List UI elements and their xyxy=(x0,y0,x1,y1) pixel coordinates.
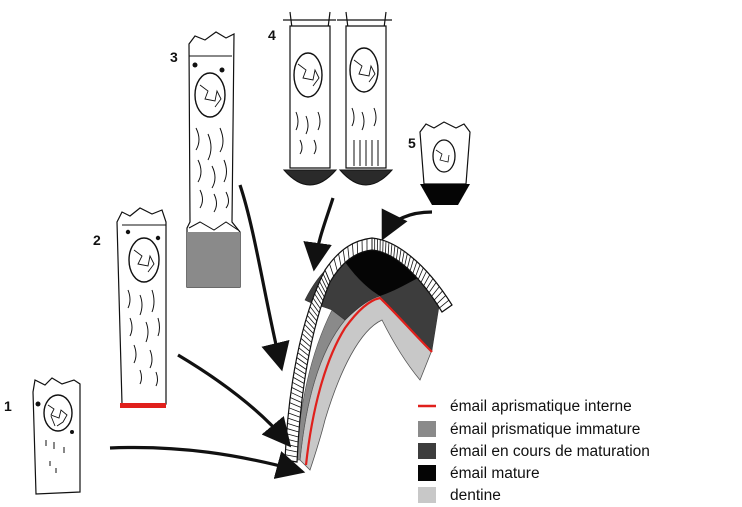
legend-item-maturation: émail en cours de maturation xyxy=(418,443,650,460)
immature-enamel-block xyxy=(187,232,240,287)
legend-item-mature: émail mature xyxy=(418,465,540,482)
legend: émail aprismatique interne émail prismat… xyxy=(418,398,650,504)
arrow-stage-1 xyxy=(110,447,296,470)
stage-1-label: 1 xyxy=(4,398,12,414)
ameloblast-cell-boundary xyxy=(385,241,386,253)
cell-stage-1: 1 xyxy=(4,378,80,494)
cell-stage-3: 3 xyxy=(170,32,240,287)
arrow-stage-5 xyxy=(386,212,432,232)
legend-swatch xyxy=(418,421,436,437)
aprismatic-enamel-marker xyxy=(120,403,166,408)
legend-item-aprismatic: émail aprismatique interne xyxy=(418,398,632,415)
legend-label: émail mature xyxy=(450,465,540,482)
stage-3-label: 3 xyxy=(170,49,178,65)
arrow-stage-2 xyxy=(178,355,285,440)
stage-4-label: 4 xyxy=(268,27,276,43)
legend-label: émail en cours de maturation xyxy=(450,443,650,460)
legend-item-dentine: dentine xyxy=(418,487,501,504)
legend-swatch xyxy=(418,443,436,459)
cell-stage-4: 4 xyxy=(268,12,392,185)
legend-swatch xyxy=(418,487,436,503)
legend-item-immature: émail prismatique immature xyxy=(418,421,640,438)
stage-2-label: 2 xyxy=(93,232,101,248)
ameloblast-cell-boundary xyxy=(357,242,358,254)
legend-label: émail prismatique immature xyxy=(450,421,640,438)
legend-label: dentine xyxy=(450,487,501,504)
cell-stage-2: 2 xyxy=(93,208,166,408)
arrow-stage-3 xyxy=(240,185,280,362)
legend-label: émail aprismatique interne xyxy=(450,398,632,415)
legend-swatch xyxy=(418,465,436,481)
stage-5-label: 5 xyxy=(408,135,416,151)
arrow-stage-4 xyxy=(315,198,333,262)
cell-stage-5: 5 xyxy=(408,122,470,205)
